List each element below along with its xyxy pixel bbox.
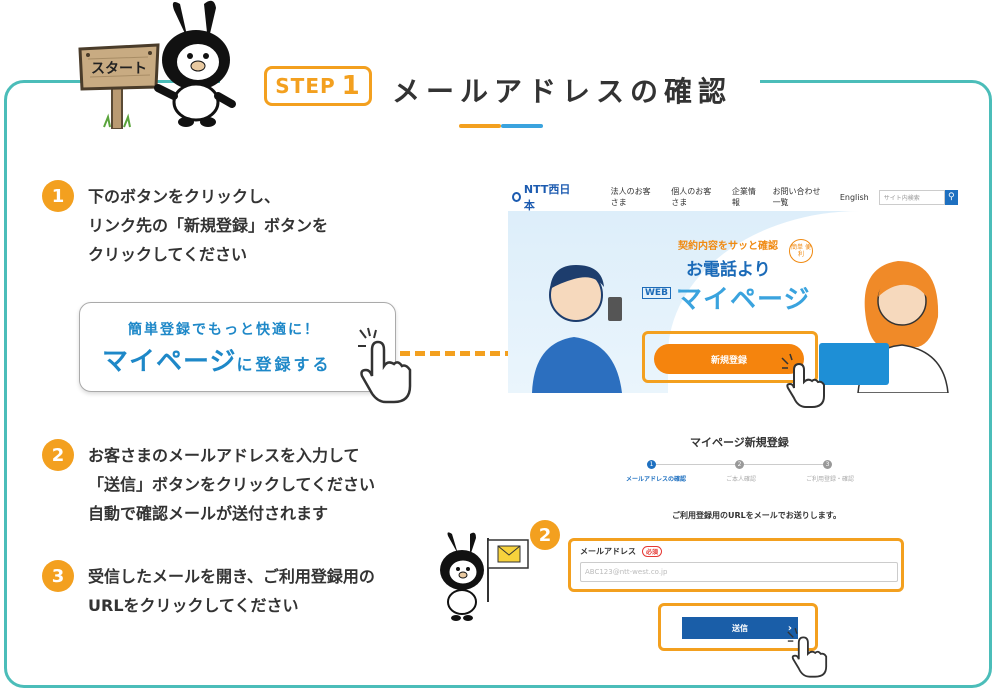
- progress-label-2: ご本人確認: [726, 476, 757, 483]
- hero-tel: お電話より: [686, 260, 771, 280]
- step-1-text: 下のボタンをクリックし、 リンク先の「新規登録」ボタンを クリックしてください: [88, 182, 328, 269]
- title-underline-blue: [501, 124, 543, 128]
- hero-main: マイページ: [676, 285, 811, 315]
- step-1-line-2: リンク先の「新規登録」ボタンを: [88, 216, 329, 235]
- form-title: マイページ新規登録: [690, 436, 789, 449]
- step-2-number: 2: [42, 439, 74, 471]
- progress-dot-1: 1: [647, 460, 656, 469]
- nav-item-contact[interactable]: お問い合わせ一覧: [772, 187, 821, 207]
- ntt-website-screenshot: NTT西日本 法人のお客さま 個人のお客さま 企業情報 お問い合わせ一覧 Eng…: [508, 183, 958, 393]
- step-3-number: 3: [42, 560, 74, 592]
- progress-label-1: メールアドレスの確認: [626, 476, 687, 483]
- ntt-logo-icon: [512, 192, 521, 202]
- register-button[interactable]: 新規登録: [654, 344, 804, 374]
- nav-item-english[interactable]: English: [839, 192, 869, 202]
- pointer-hand-icon: [781, 353, 825, 408]
- hero-badge: 簡単 便利: [789, 239, 813, 263]
- pointer-hand-icon: [787, 628, 828, 678]
- callout-suffix: に登録する: [236, 355, 332, 374]
- required-badge: 必須: [642, 546, 663, 557]
- woman-illustration-icon: [857, 261, 949, 393]
- pointer-hand-icon: [358, 327, 412, 404]
- hero-sub: 契約内容をサッと確認: [678, 241, 778, 252]
- ntt-logo-text: NTT西日本: [523, 183, 571, 212]
- step-label: STEP: [275, 74, 336, 98]
- step-3-line-2: URLをクリックしてください: [88, 596, 299, 615]
- hero-web-label: WEB: [642, 287, 671, 299]
- rabbit-mail-mascot-icon: [440, 532, 529, 621]
- site-search-input[interactable]: サイト内検索: [878, 189, 945, 205]
- callout-sub: 簡単登録でもっと快適に！: [128, 322, 320, 338]
- email-field[interactable]: ABC123@ntt-west.co.jp: [580, 562, 898, 582]
- progress-label-3: ご利用登録・確認: [806, 476, 855, 483]
- callout-main: マイページに登録する: [102, 341, 332, 378]
- step-badge: STEP 1: [264, 66, 372, 106]
- form-note: ご利用登録用のURLをメールでお送りします。: [672, 511, 841, 520]
- chevron-right-icon: ›: [787, 622, 792, 634]
- step-1-line-3: クリックしてください: [88, 245, 248, 264]
- step-1-number: 1: [42, 180, 74, 212]
- send-highlight: [658, 603, 818, 651]
- page-title: メールアドレスの確認: [392, 75, 733, 108]
- step-2-line-3: 自動で確認メールが送付されます: [88, 504, 329, 523]
- step-2-line-1: お客さまのメールアドレスを入力して: [88, 446, 360, 465]
- nav-item-personal[interactable]: 個人のお客さま: [671, 187, 712, 207]
- search-icon[interactable]: ⚲: [944, 189, 958, 205]
- register-highlight: [642, 331, 818, 383]
- ntt-logo: NTT西日本: [512, 183, 571, 213]
- email-label: メールアドレス必須: [580, 546, 663, 557]
- send-button[interactable]: 送信 ›: [682, 617, 798, 639]
- progress-dot-3: 3: [823, 460, 832, 469]
- email-label-text: メールアドレス: [580, 547, 636, 556]
- step-2-line-2: 「送信」ボタンをクリックしてください: [88, 475, 376, 494]
- step-3-line-1: 受信したメールを開き、ご利用登録用の: [88, 567, 375, 586]
- mypage-register-link[interactable]: 簡単登録でもっと快適に！ マイページに登録する: [79, 302, 396, 392]
- title-underline-orange: [459, 124, 501, 128]
- man-illustration-icon: [532, 265, 622, 393]
- step-2-text: お客さまのメールアドレスを入力して 「送信」ボタンをクリックしてください 自動で…: [88, 441, 375, 528]
- callout-main-text: マイページ: [102, 347, 237, 377]
- step-3-text: 受信したメールを開き、ご利用登録用の URLをクリックしてください: [88, 562, 375, 620]
- rabbit-mascot-icon: [154, 0, 236, 127]
- laptop-icon: [819, 343, 889, 385]
- email-highlight: [568, 538, 904, 592]
- step-number: 1: [341, 71, 361, 101]
- nav-item-company[interactable]: 企業情報: [731, 187, 756, 207]
- callout-number-2: 2: [530, 520, 560, 550]
- sign-text: スタート: [91, 61, 147, 77]
- send-button-label: 送信: [732, 623, 748, 633]
- step-1-line-1: 下のボタンをクリックし、: [88, 187, 281, 206]
- start-sign-icon: スタート: [78, 43, 160, 129]
- site-nav: NTT西日本 法人のお客さま 個人のお客さま 企業情報 お問い合わせ一覧 Eng…: [508, 183, 958, 213]
- progress-dot-2: 2: [735, 460, 744, 469]
- nav-item-business[interactable]: 法人のお客さま: [610, 187, 651, 207]
